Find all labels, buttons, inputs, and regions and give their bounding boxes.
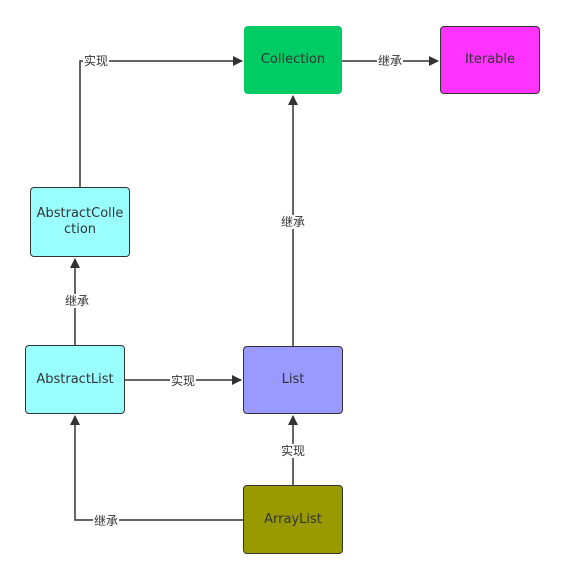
- edge-arraylist-to-abstractlist: [70, 415, 243, 521]
- node-iterable[interactable]: Iterable: [440, 26, 540, 94]
- edge-abstractcollection-to-collection: [79, 56, 243, 187]
- node-abstract-list[interactable]: AbstractList: [25, 345, 125, 414]
- edge-label-extends: 继承: [280, 215, 307, 229]
- edge-label-implements: 实现: [280, 444, 307, 458]
- node-array-list-label: ArrayList: [264, 511, 322, 527]
- node-abstract-collection[interactable]: AbstractCollection: [30, 187, 130, 257]
- edge-label-extends: 继承: [64, 294, 91, 308]
- node-abstract-collection-label: AbstractCollection: [36, 206, 124, 237]
- node-list[interactable]: List: [243, 346, 343, 414]
- edge-label-extends: 继承: [377, 54, 404, 68]
- edge-label-implements: 实现: [83, 54, 110, 68]
- edge-label-extends: 继承: [93, 514, 120, 528]
- edge-label-implements: 实现: [170, 374, 197, 388]
- node-iterable-label: Iterable: [464, 52, 516, 67]
- node-abstract-list-label: AbstractList: [36, 371, 114, 387]
- node-array-list[interactable]: ArrayList: [243, 485, 343, 554]
- node-list-label: List: [281, 372, 305, 387]
- node-collection[interactable]: Collection: [244, 26, 342, 94]
- node-collection-label: Collection: [260, 52, 326, 67]
